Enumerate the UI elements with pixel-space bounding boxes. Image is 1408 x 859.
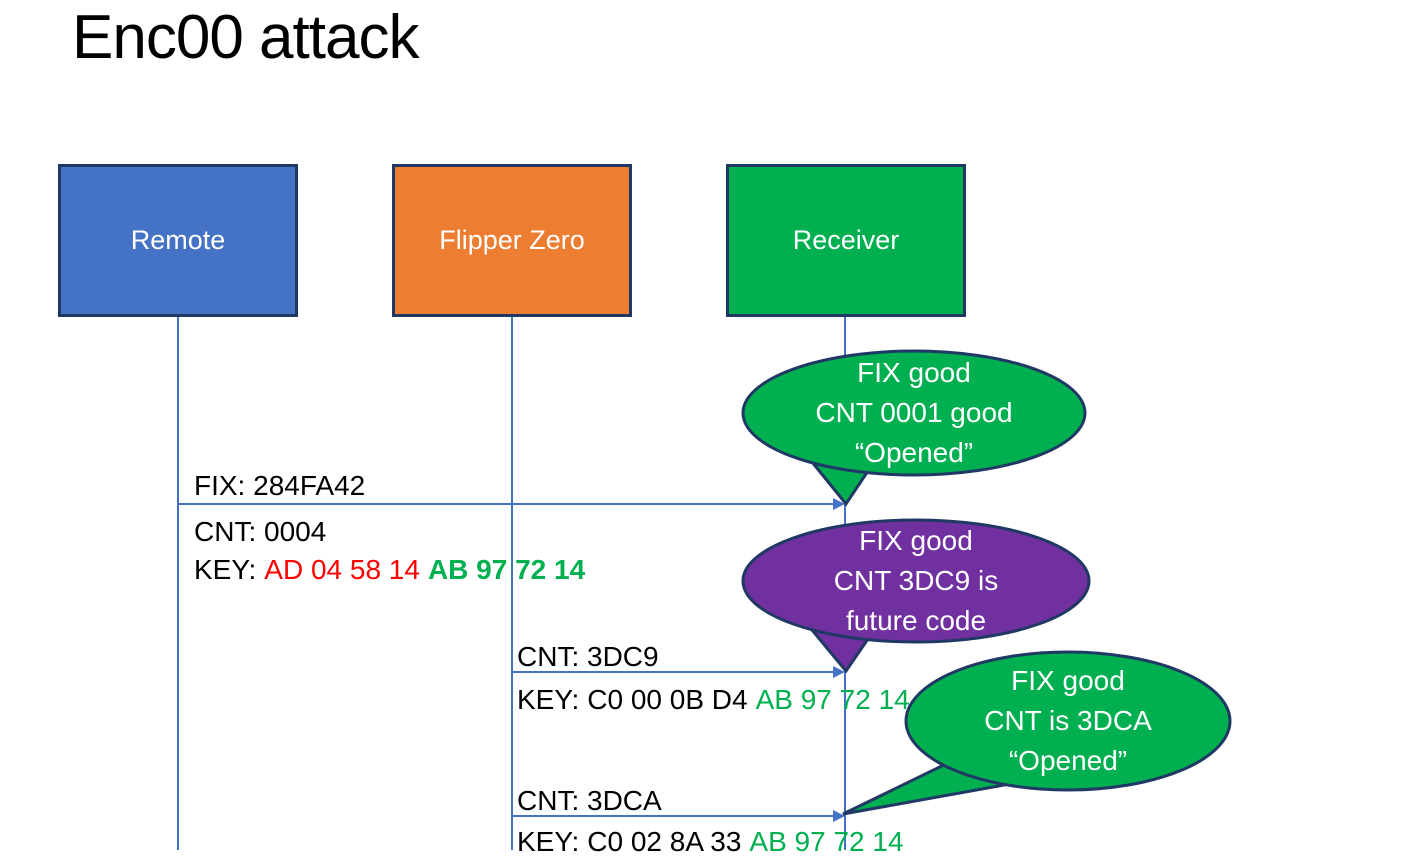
actor-label-flipper-zero: Flipper Zero xyxy=(439,225,585,255)
actor-label-remote: Remote xyxy=(130,225,226,255)
callout-line: CNT is 3DCA xyxy=(984,705,1152,736)
callout-line: future code xyxy=(845,605,987,636)
callout-bubble-1 xyxy=(741,349,1087,507)
callout-line: “Opened” xyxy=(854,437,974,468)
key-changing-part: C0 00 0B D4 xyxy=(587,684,748,715)
callout-ellipse-fill xyxy=(908,654,1228,788)
callout-bubble-3 xyxy=(842,650,1232,816)
flipper-lifeline xyxy=(511,317,513,850)
actor-box-flipper-zero: Flipper Zero xyxy=(392,164,632,317)
callout-line: CNT 0001 good xyxy=(815,397,1013,428)
message1-fix-label: FIX: 284FA42 xyxy=(194,470,366,501)
key-fixed-part: AB 97 72 14 xyxy=(749,826,904,857)
actor-box-remote: Remote xyxy=(58,164,298,317)
callout-ellipse-fill xyxy=(745,353,1083,473)
key-changing-part: AD 04 58 14 xyxy=(264,554,420,585)
key-changing-part: C0 02 8A 33 xyxy=(587,826,742,857)
arrowhead-icon xyxy=(833,666,845,678)
callout-line: FIX good xyxy=(857,357,971,388)
key-prefix: KEY: xyxy=(517,684,580,715)
message1-cnt-label: CNT: 0004 xyxy=(194,516,327,547)
slide-title: Enc00 attack xyxy=(72,3,419,72)
callout-line: “Opened” xyxy=(1008,745,1128,776)
message3-cnt-label: CNT: 3DCA xyxy=(517,785,662,816)
callout-line: CNT 3DC9 is xyxy=(833,565,999,596)
callout-1-text: FIX good CNT 0001 good “Opened” xyxy=(743,351,1085,475)
message-arrow-flipper-to-receiver-2 xyxy=(512,810,845,822)
key-prefix: KEY: xyxy=(194,554,257,585)
actor-box-receiver: Receiver xyxy=(726,164,966,317)
actor-label-receiver: Receiver xyxy=(792,225,900,255)
key-prefix: KEY: xyxy=(517,826,580,857)
message-arrow-flipper-to-receiver-1 xyxy=(512,666,845,678)
callout-2-text: FIX good CNT 3DC9 is future code xyxy=(743,520,1089,642)
arrowhead-icon xyxy=(833,810,845,822)
key-fixed-part: AB 97 72 14 xyxy=(427,554,586,585)
message2-cnt-label: CNT: 3DC9 xyxy=(517,641,659,672)
callout-line: FIX good xyxy=(859,525,973,556)
callout-line: FIX good xyxy=(1011,665,1125,696)
callout-ellipse-fill xyxy=(745,522,1087,640)
callout-3-text: FIX good CNT is 3DCA “Opened” xyxy=(906,652,1230,790)
callout-bubble-2 xyxy=(741,518,1091,674)
remote-lifeline xyxy=(177,317,179,850)
key-fixed-part: AB 97 72 14 xyxy=(755,684,910,715)
